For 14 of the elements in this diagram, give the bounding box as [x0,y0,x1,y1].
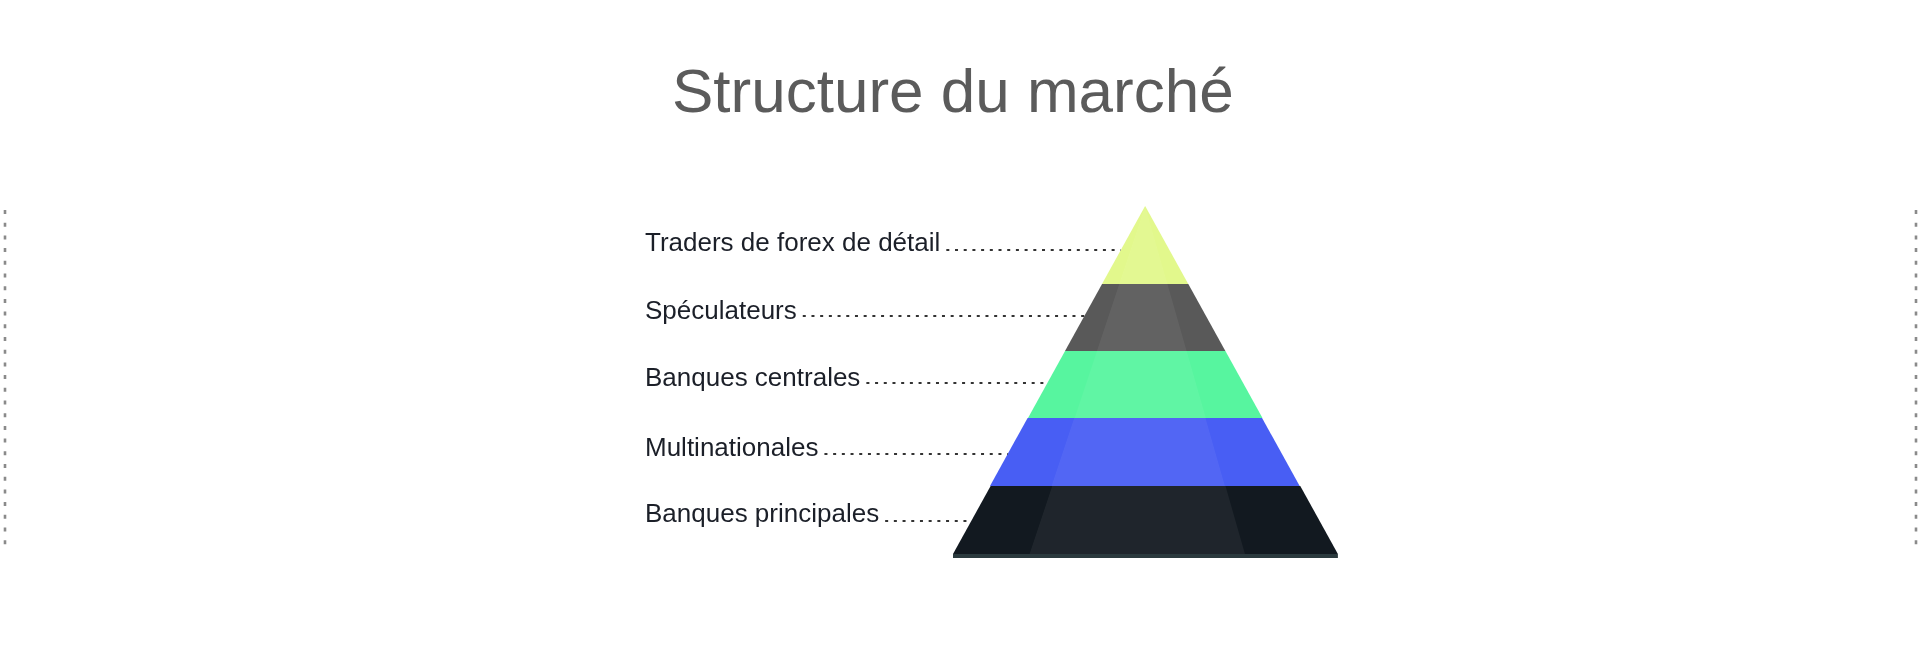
tier-label: Banques principales [645,498,880,528]
tier-label: Spéculateurs [645,295,797,325]
tier-label: Banques centrales [645,362,861,392]
tier-label: Traders de forex de détail [645,227,941,257]
leader-line [801,315,1086,317]
pyramid-tier [1064,284,1226,351]
pyramid-tier [1027,351,1263,418]
pyramid-tier [990,418,1300,486]
pyramid-tier [952,486,1338,558]
leader-line [945,249,1122,251]
leader-line [823,453,1009,455]
tier-label: Multinationales [645,432,819,462]
pyramid-tier [1101,206,1189,284]
diagram-title: Structure du marché [672,60,1234,122]
